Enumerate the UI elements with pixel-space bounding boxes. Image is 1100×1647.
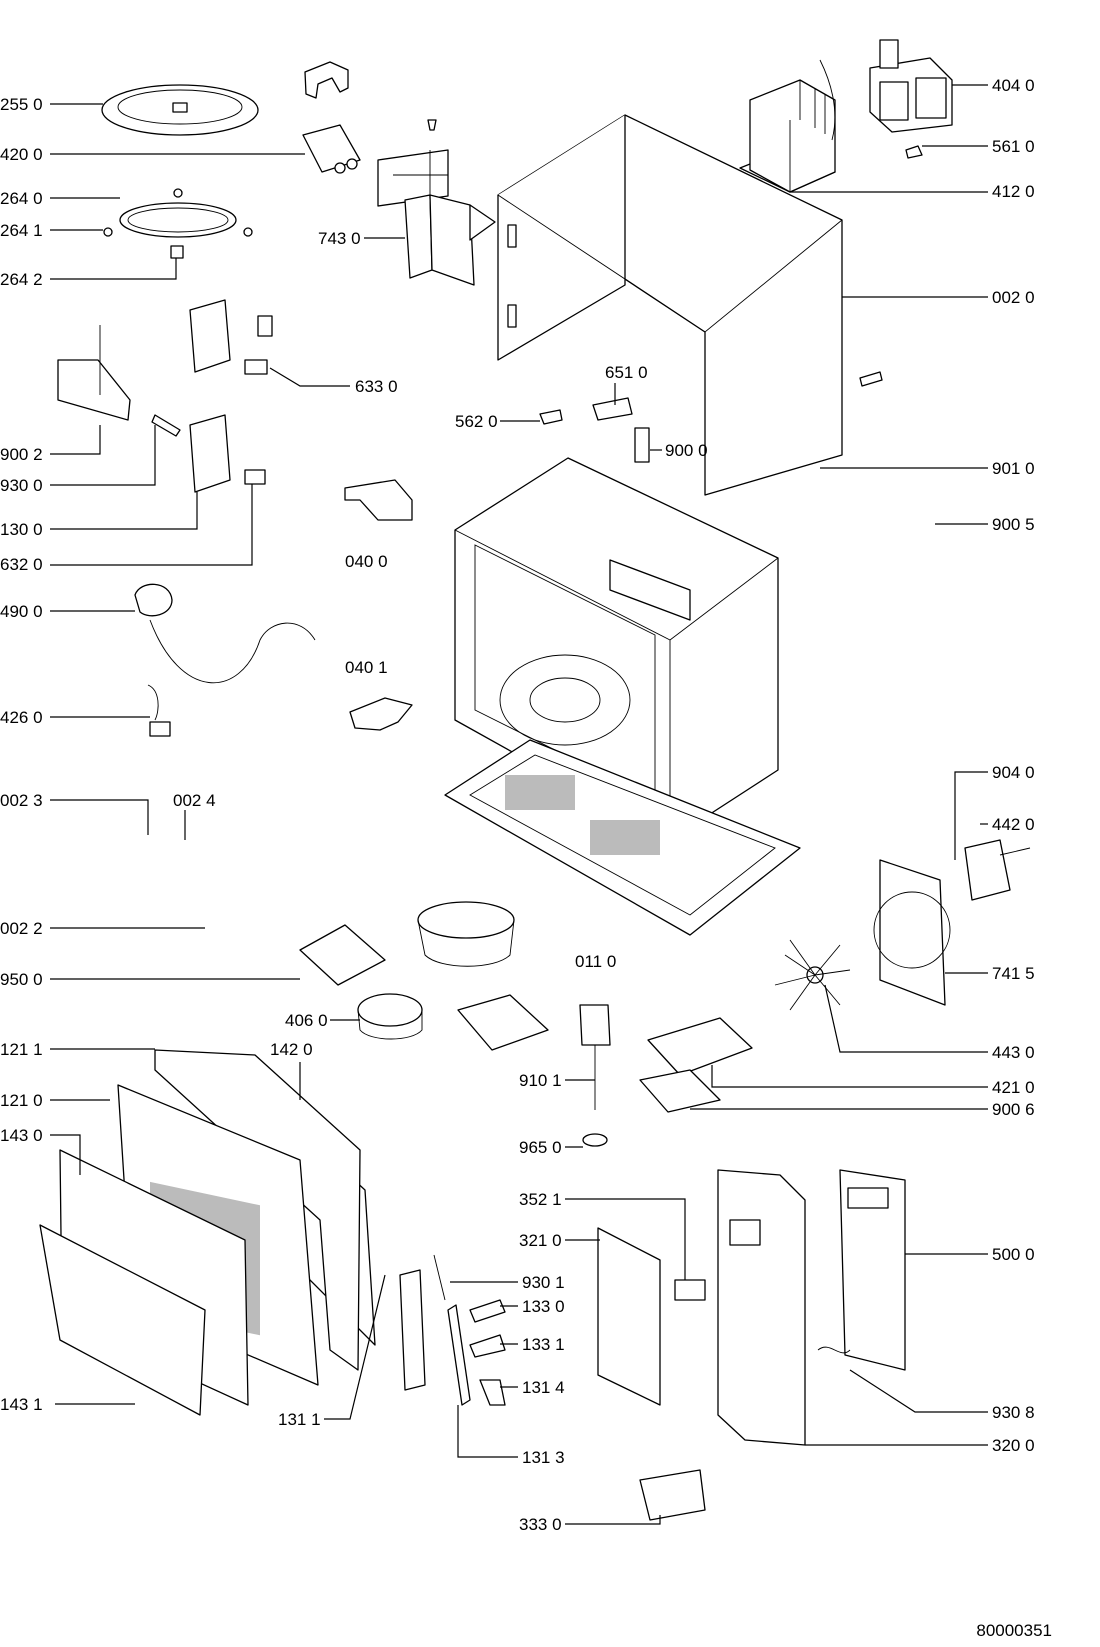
air-guide <box>377 119 496 286</box>
right-callouts: 404 0 561 0 412 0 002 0 901 0 900 5 904 … <box>690 76 1035 1455</box>
outer-case <box>497 114 843 496</box>
coupler-0110 <box>579 1004 611 1147</box>
magnetron <box>869 39 953 133</box>
label-4420: 442 0 <box>992 815 1035 834</box>
bracket-0400 <box>344 479 413 521</box>
label-9002: 900 2 <box>0 445 43 464</box>
label-5610: 561 0 <box>992 137 1035 156</box>
left-callouts: 255 0 420 0 264 0 264 1 264 2 900 2 930 … <box>0 95 305 1414</box>
label-7430: 743 0 <box>318 229 361 248</box>
center-callouts: 743 0 633 0 562 0 651 0 900 0 040 0 040 … <box>173 229 708 1534</box>
label-0023: 002 3 <box>0 791 43 810</box>
power-cord <box>134 583 316 684</box>
label-9650: 965 0 <box>519 1138 562 1157</box>
control-panel <box>597 1169 906 1521</box>
roller-ring <box>103 188 253 259</box>
label-4210: 421 0 <box>992 1078 1035 1097</box>
noise-filter <box>147 684 171 737</box>
label-1211: 121 1 <box>0 1040 43 1059</box>
capacitor <box>302 124 361 174</box>
label-9300: 930 0 <box>0 476 43 495</box>
label-0022: 002 2 <box>0 919 43 938</box>
label-1431: 143 1 <box>0 1395 43 1414</box>
door-assembly <box>39 1049 376 1416</box>
label-5000: 500 0 <box>992 1245 1035 1264</box>
drawing-number: 80000351 <box>976 1621 1052 1640</box>
stirrer-housing <box>417 901 515 967</box>
label-3210: 321 0 <box>519 1231 562 1250</box>
label-2641: 264 1 <box>0 221 43 240</box>
turntable-tray <box>101 84 259 136</box>
coupler-plate <box>457 994 549 1051</box>
fan-motor <box>964 839 1031 901</box>
bracket-0401 <box>349 697 413 731</box>
turntable-motor <box>357 993 423 1040</box>
power-board <box>639 1017 753 1113</box>
label-1313: 131 3 <box>522 1448 565 1467</box>
interlock-assembly <box>57 299 273 493</box>
fan-blade <box>774 939 851 1011</box>
label-9006: 900 6 <box>992 1100 1035 1119</box>
label-3521: 352 1 <box>519 1190 562 1209</box>
label-0110: 011 0 <box>575 952 616 971</box>
label-9040: 904 0 <box>992 763 1035 782</box>
label-6320: 632 0 <box>0 555 43 574</box>
switch-9000 <box>634 427 650 463</box>
label-6330: 633 0 <box>355 377 398 396</box>
waveguide-cover <box>299 924 386 986</box>
label-9000: 900 0 <box>665 441 708 460</box>
label-3330: 333 0 <box>519 1515 562 1534</box>
label-0400: 040 0 <box>345 552 388 571</box>
label-9010: 901 0 <box>992 459 1035 478</box>
label-0020: 002 0 <box>992 288 1035 307</box>
thermal-cutout <box>905 145 923 159</box>
door-latch-parts <box>399 1254 506 1406</box>
label-1300: 130 0 <box>0 520 43 539</box>
label-2640: 264 0 <box>0 189 43 208</box>
label-2642: 264 2 <box>0 270 43 289</box>
label-4200: 420 0 <box>0 145 43 164</box>
case-screw <box>859 371 883 387</box>
label-9005: 900 5 <box>992 515 1035 534</box>
label-4040: 404 0 <box>992 76 1035 95</box>
label-3200: 320 0 <box>992 1436 1035 1455</box>
label-1311: 131 1 <box>278 1410 321 1429</box>
thermostat-6510 <box>592 397 633 421</box>
label-7415: 741 5 <box>992 964 1035 983</box>
label-9301: 930 1 <box>522 1273 565 1292</box>
label-5620: 562 0 <box>455 412 498 431</box>
label-1314: 131 4 <box>522 1378 565 1397</box>
fan-duct <box>873 859 951 1006</box>
base-plate <box>444 739 801 936</box>
label-9101: 910 1 <box>519 1071 562 1090</box>
transformer <box>739 59 836 193</box>
label-1430: 143 0 <box>0 1126 43 1145</box>
label-1210: 121 0 <box>0 1091 43 1110</box>
label-4900: 490 0 <box>0 602 43 621</box>
label-0024: 002 4 <box>173 791 216 810</box>
label-9308: 930 8 <box>992 1403 1035 1422</box>
label-4260: 426 0 <box>0 708 43 727</box>
label-4120: 412 0 <box>992 182 1035 201</box>
label-1330: 133 0 <box>522 1297 565 1316</box>
label-1420: 142 0 <box>270 1040 313 1059</box>
fuse-5620 <box>539 409 563 425</box>
label-2550: 255 0 <box>0 95 43 114</box>
label-6510: 651 0 <box>605 363 648 382</box>
label-0401: 040 1 <box>345 658 388 677</box>
bracket-top <box>304 61 349 99</box>
label-9500: 950 0 <box>0 970 43 989</box>
label-1331: 133 1 <box>522 1335 565 1354</box>
label-4060: 406 0 <box>285 1011 328 1030</box>
label-4430: 443 0 <box>992 1043 1035 1062</box>
